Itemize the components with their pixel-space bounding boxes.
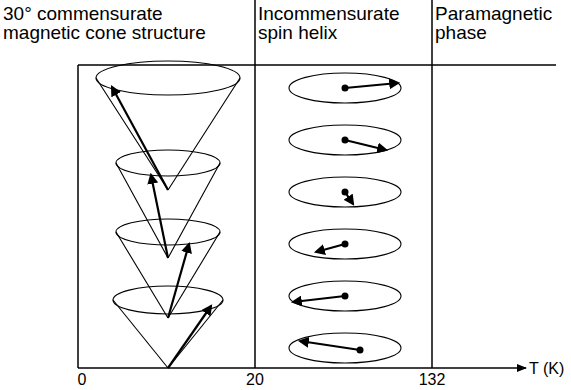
spin-arrows [112, 87, 211, 368]
phase-header: Incommensurate spin helix [258, 4, 430, 42]
phase-name: Incommensurate spin helix [258, 4, 430, 42]
axis-label: 20 [246, 372, 264, 388]
phase-header: Paramagnetic phase [435, 4, 569, 42]
phase-header: 30° commensurate magnetic cone structure [3, 4, 228, 42]
axis-label: T (K) [529, 361, 564, 377]
helix-arrows [293, 83, 398, 350]
cone-structure [96, 61, 240, 368]
helix-dots [342, 85, 364, 354]
axis-label: 132 [419, 372, 446, 388]
helix-planes [289, 73, 401, 363]
phase-name: 30° commensurate magnetic cone structure [3, 4, 228, 42]
phase-name: Paramagnetic phase [435, 4, 569, 42]
frame-lines [78, 0, 556, 368]
axis-label: 0 [78, 372, 87, 388]
